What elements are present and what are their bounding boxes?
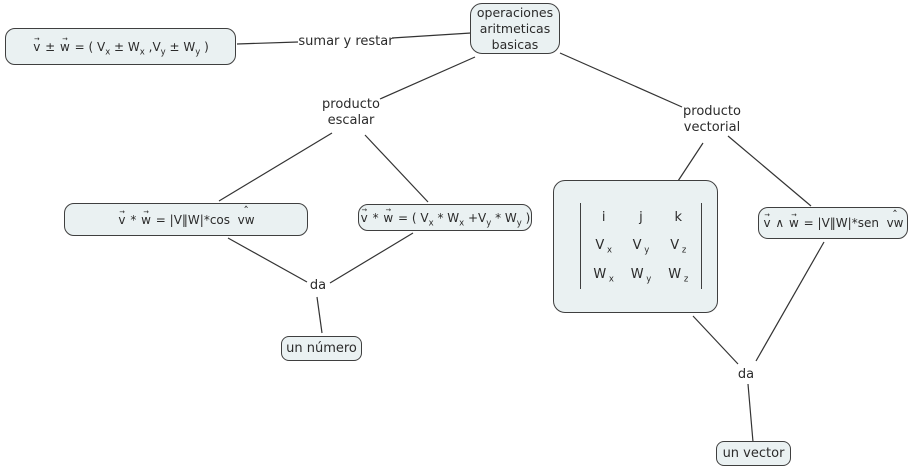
edge-label-producto-vectorial[interactable]: producto vectorial (683, 104, 741, 135)
dot-cos-formula-text: v * w = |V‖W|*cos vw (117, 209, 254, 226)
node-root-label: operaciones aritmeticas basicas (476, 4, 554, 52)
node-operaciones-aritmeticas-basicas[interactable]: operaciones aritmeticas basicas (470, 3, 560, 54)
edge-root-to-escalar (379, 56, 476, 100)
un-vector-label: un vector (722, 446, 785, 461)
edge-matrix-to-da-right (692, 315, 739, 365)
edge-vectorial-to-cross (727, 135, 812, 207)
edge-vectorial-to-matrix (677, 142, 704, 182)
cross-formula-text: v ∧ w = |V‖W|*sen vw (763, 212, 904, 229)
dot-comp-formula-text: v * w = ( Vx * Wx +Vy * Wy ) (360, 207, 531, 227)
node-cross-product-sin-formula[interactable]: v ∧ w = |V‖W|*sen vw (758, 207, 908, 239)
un-numero-label: un número (286, 341, 357, 356)
node-dot-product-cos-formula[interactable]: v * w = |V‖W|*cos vw (64, 203, 308, 236)
node-dot-product-components-formula[interactable]: v * w = ( Vx * Wx +Vy * Wy ) (358, 204, 532, 231)
sum-formula-text: v ± w = ( Vx ± Wx ,Vy ± Wy ) (32, 36, 209, 56)
edge-cross-to-da-right (755, 241, 825, 362)
edge-sum-to-sumar-label (236, 41, 299, 45)
edge-escalar-to-dot-cos (218, 132, 333, 202)
edge-root-to-vectorial (559, 52, 683, 108)
edge-da-left-to-numero (316, 296, 323, 334)
edge-dot-comp-to-da-left (329, 232, 414, 284)
node-un-vector[interactable]: un vector (716, 441, 791, 466)
node-un-numero[interactable]: un número (281, 336, 362, 361)
edge-sumar-label-to-root (391, 32, 472, 39)
edge-label-sumar-y-restar[interactable]: sumar y restar (298, 34, 394, 49)
edge-escalar-to-dot-comp (364, 134, 429, 203)
edge-label-producto-escalar[interactable]: producto escalar (322, 97, 380, 128)
edge-label-da-right[interactable]: da (737, 367, 755, 382)
node-sum-subtract-formula[interactable]: v ± w = ( Vx ± Wx ,Vy ± Wy ) (5, 28, 236, 65)
edge-dot-cos-to-da-left (227, 237, 308, 283)
edge-label-da-left[interactable]: da (309, 278, 327, 293)
edge-da-right-to-vector (747, 383, 754, 443)
